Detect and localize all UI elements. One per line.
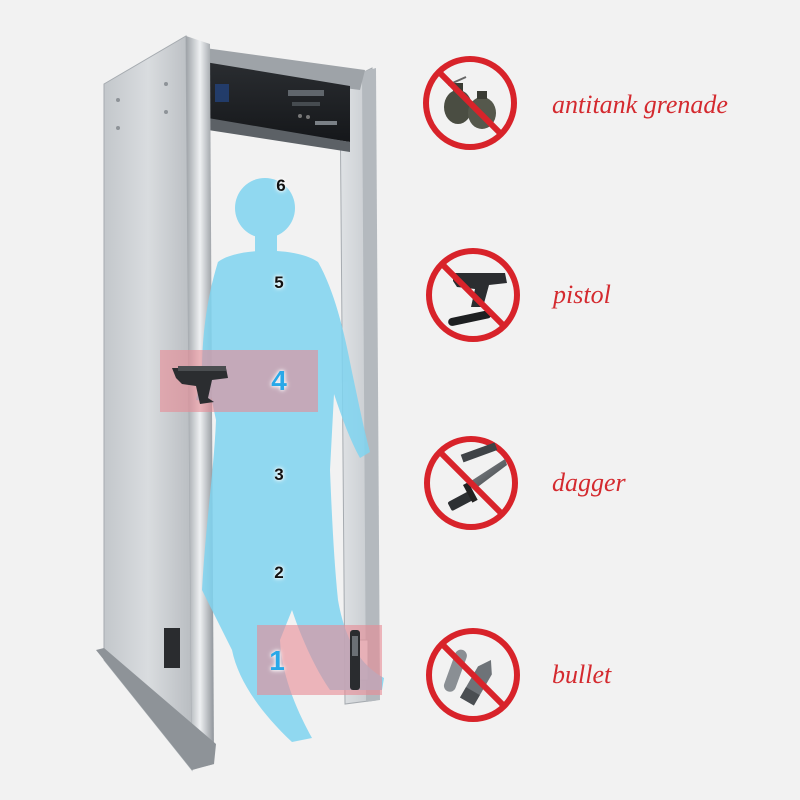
zone-1-label: 1: [269, 645, 285, 676]
zone-1-highlight: [257, 625, 382, 695]
prohibited-dagger-sign: [424, 436, 518, 530]
detected-blade-icon: [350, 630, 360, 690]
bullet-label: bullet: [552, 660, 612, 689]
dagger-icon: [448, 442, 507, 511]
detected-pistol-icon: [172, 366, 228, 404]
pistol-label: pistol: [553, 280, 611, 309]
zone-6-label: 6: [276, 176, 286, 195]
prohibited-bullet-sign: [426, 628, 520, 722]
prohibited-grenade-sign: [423, 56, 517, 150]
zone-5-label: 5: [274, 273, 284, 292]
dagger-label: dagger: [552, 468, 626, 497]
prohibited-pistol-sign: [426, 248, 520, 342]
zone-2-label: 2: [274, 563, 284, 582]
pistol-icon: [448, 273, 507, 326]
zone-3-label: 3: [274, 465, 284, 484]
zone-4-label: 4: [271, 365, 287, 396]
antitank-grenade-label: antitank grenade: [552, 90, 728, 119]
top-crossbar: [205, 48, 365, 152]
